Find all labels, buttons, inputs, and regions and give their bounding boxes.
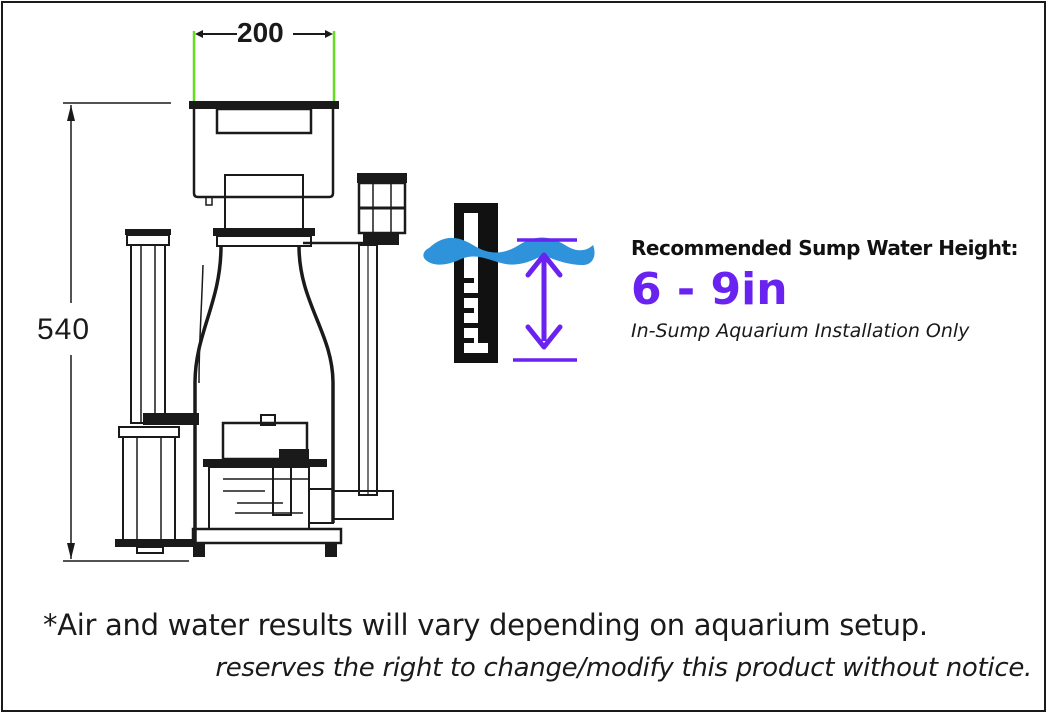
water-height-callout: Recommended Sump Water Height: 6 - 9in I… <box>631 236 1041 342</box>
width-dimension <box>192 30 336 103</box>
disclaimer: reserves the right to change/modify this… <box>215 653 1032 683</box>
callout-note: In-Sump Aquarium Installation Only <box>631 320 970 342</box>
footnote: *Air and water results will vary dependi… <box>43 608 928 642</box>
callout-value: 6 - 9in <box>631 264 788 315</box>
skimmer-diagram <box>63 30 595 562</box>
water-wave-icon <box>423 237 595 265</box>
callout-title: Recommended Sump Water Height: <box>631 236 1019 260</box>
height-dimension <box>63 102 189 562</box>
height-dimension-label: 540 <box>37 313 91 346</box>
water-level-gauge-icon <box>454 203 498 363</box>
width-dimension-label: 200 <box>237 17 284 48</box>
protein-skimmer-drawing <box>115 101 407 557</box>
double-arrow-icon <box>513 238 577 362</box>
